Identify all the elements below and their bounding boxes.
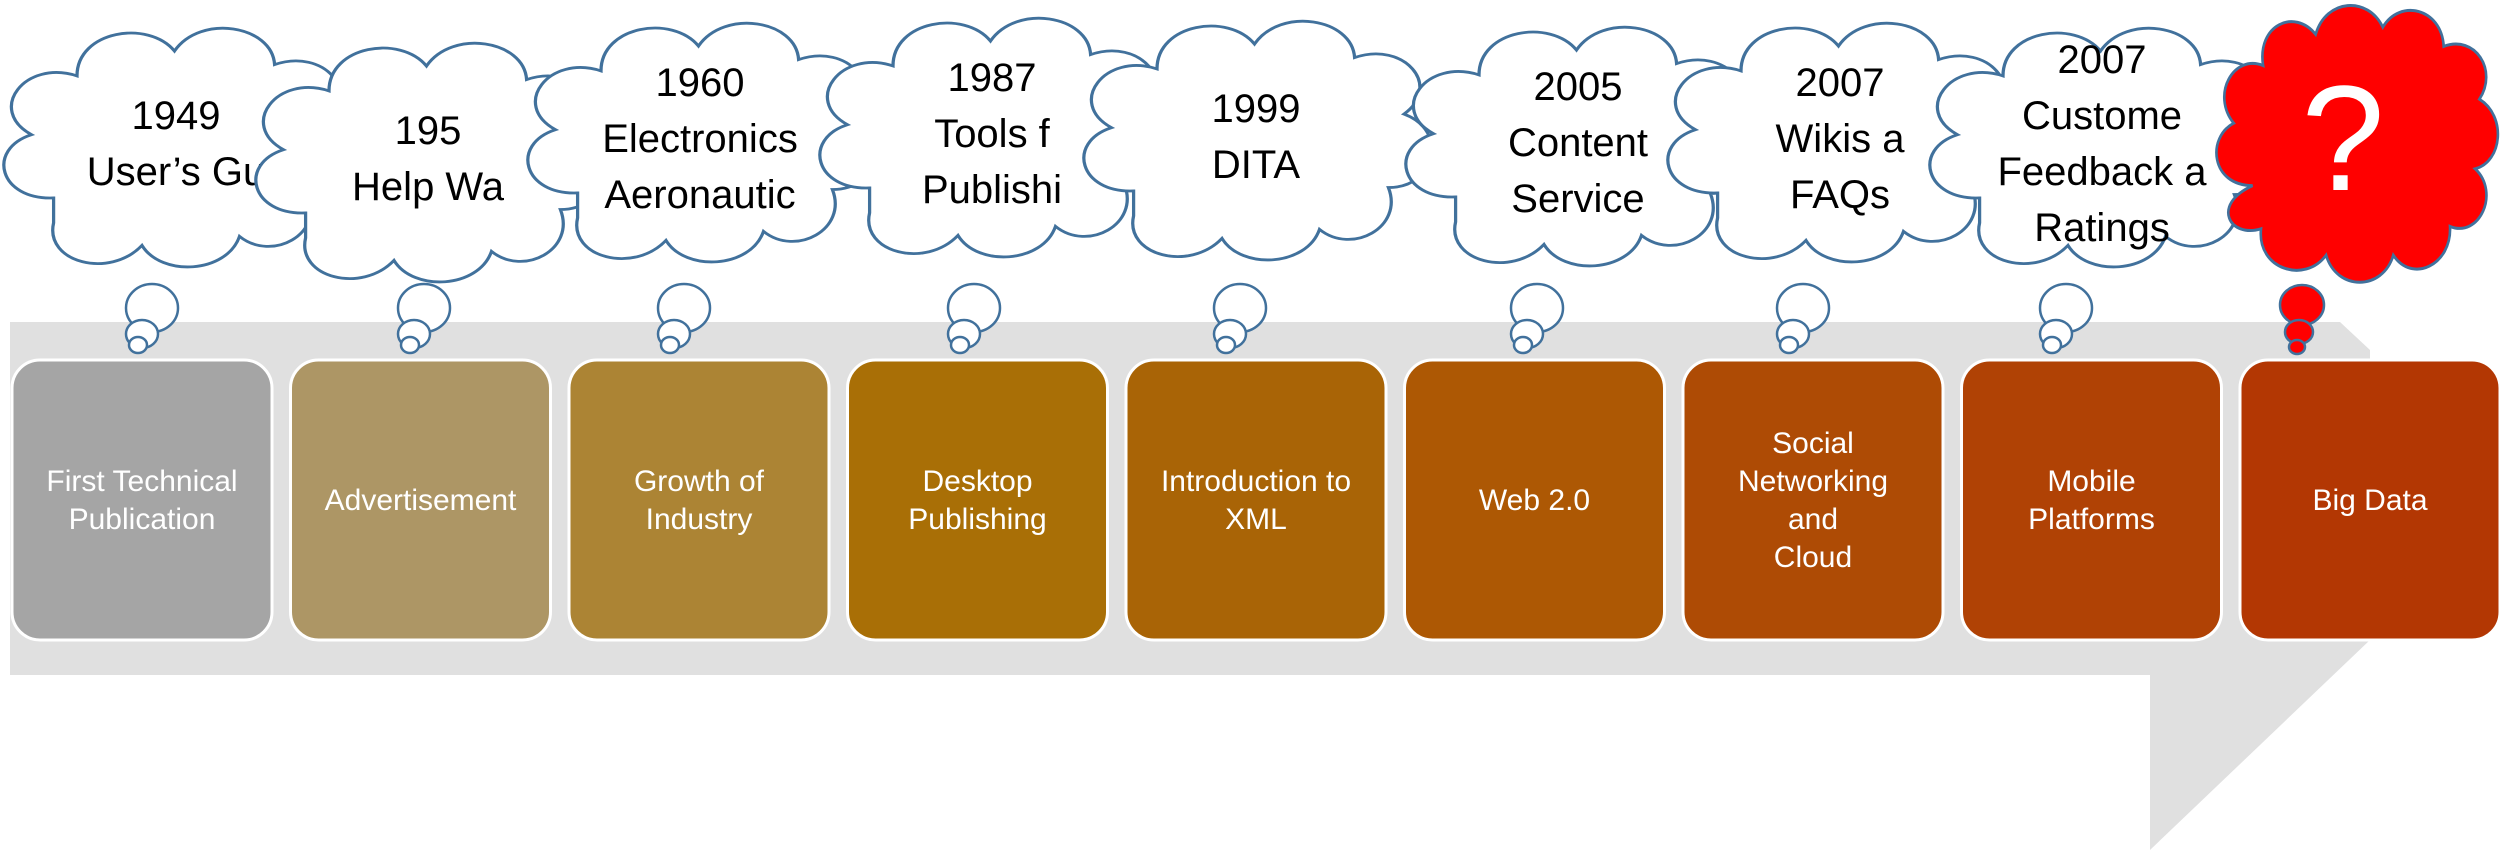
cloud-year: 2005 <box>1534 65 1623 109</box>
milestone-label: and <box>1788 503 1838 536</box>
cloud-year: 1987 <box>948 56 1037 100</box>
milestone-label: Platforms <box>2028 503 2155 536</box>
thought-bubble <box>1512 335 1534 355</box>
cloud-text: Publishi <box>922 168 1062 212</box>
thought-bubble <box>127 335 149 355</box>
milestone-label: Introduction to <box>1161 465 1351 498</box>
question-cloud: ? <box>2214 3 2500 356</box>
milestone-label: Growth of <box>634 465 765 498</box>
milestone-label: Cloud <box>1774 541 1852 574</box>
milestone-label: Advertisement <box>325 484 517 517</box>
milestone-box: Big Data <box>2238 358 2502 642</box>
thought-bubble <box>949 335 971 355</box>
milestone-box: Growth of Industry <box>567 358 831 642</box>
milestone-box-shape <box>567 358 831 642</box>
milestone-box-shape <box>1960 358 2223 642</box>
cloud-text: Tools f <box>934 112 1050 156</box>
milestone-label: Networking <box>1738 465 1888 498</box>
cloud-text: User’s Gu <box>87 150 266 194</box>
milestone-label: Big Data <box>2312 484 2427 517</box>
thought-bubble <box>1778 335 1800 355</box>
milestone-box-shape <box>2238 358 2502 642</box>
thought-bubble <box>1215 335 1237 355</box>
cloud-text: DITA <box>1212 143 1300 187</box>
cloud-text: Content <box>1508 121 1648 165</box>
milestone-label: Social <box>1772 427 1854 460</box>
thought-bubble <box>399 335 421 355</box>
milestone-box: Web 2.0 <box>1403 358 1666 642</box>
milestone-label: Publishing <box>908 503 1046 536</box>
thought-bubble <box>2041 335 2063 355</box>
milestone-box-shape <box>1124 358 1388 642</box>
cloud-text: FAQs <box>1790 173 1890 217</box>
cloud-year: 1999 <box>1212 87 1301 131</box>
milestone-box-shape <box>289 358 552 642</box>
milestone-box: Advertisement <box>289 358 552 642</box>
milestone-box-shape <box>1681 358 1945 642</box>
milestone-box-shape <box>846 358 1109 642</box>
milestone-label: Industry <box>646 503 753 536</box>
cloud-year: 1960 <box>656 61 745 105</box>
cloud-text: Aeronautic <box>604 173 795 217</box>
milestone-box-shape <box>10 358 274 642</box>
milestone-box-shape <box>1403 358 1666 642</box>
question-mark: ? <box>2301 54 2384 222</box>
milestone-label: XML <box>1225 503 1287 536</box>
cloud-text: Service <box>1511 177 1644 221</box>
cloud-text: Help Wa <box>352 165 505 209</box>
cloud-text: Custome <box>2022 94 2182 138</box>
milestone-label: Publication <box>69 503 216 536</box>
cloud-text: Ratings <box>2034 206 2170 250</box>
cloud-year: 2007 <box>1796 61 1885 105</box>
milestone-label: Desktop <box>922 465 1032 498</box>
thought-bubble <box>659 335 681 355</box>
cloud-text: Feedback a <box>1997 150 2207 194</box>
cloud-text: Electronics <box>602 117 798 161</box>
milestone-label: Web 2.0 <box>1479 484 1590 517</box>
cloud-text: Wikis a <box>1776 117 1906 161</box>
cloud-year: 2007 <box>2058 38 2147 82</box>
thought-bubble <box>2287 338 2307 356</box>
cloud-year: 1949 <box>132 94 221 138</box>
cloud-year: 195 <box>395 109 462 153</box>
milestone-label: First Technical <box>46 465 237 498</box>
milestone-label: Mobile <box>2047 465 2135 498</box>
milestone-box: Introduction to XML <box>1124 358 1388 642</box>
